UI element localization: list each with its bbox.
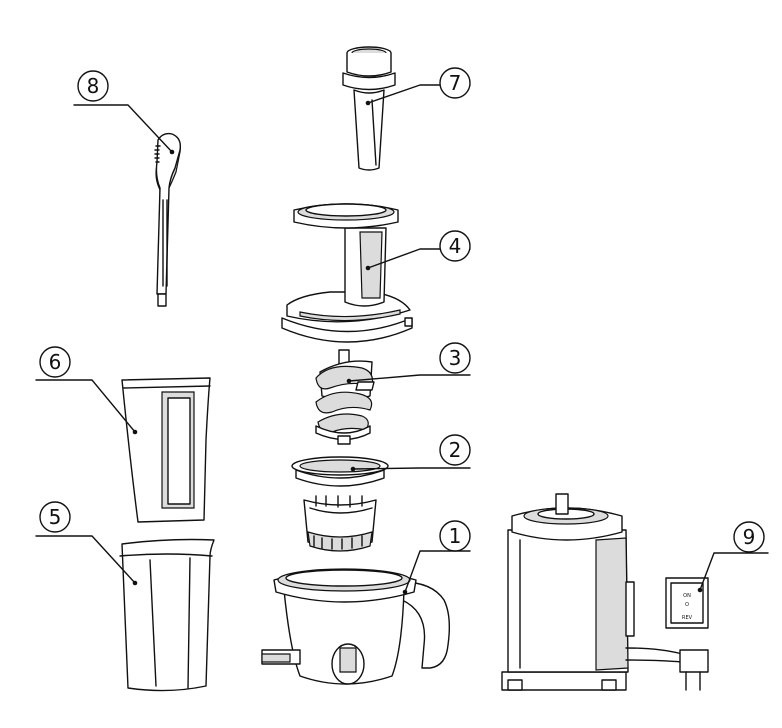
callout-3: 3 xyxy=(439,342,471,374)
auger xyxy=(315,349,375,445)
callout-4-label: 4 xyxy=(449,234,462,258)
switch-rev-label: REV xyxy=(682,615,693,621)
leader-lines xyxy=(35,84,769,593)
hopper-lid xyxy=(281,203,413,343)
juicing-bowl xyxy=(261,568,451,685)
callout-9: 9 xyxy=(733,521,765,553)
callout-1-label: 1 xyxy=(449,524,462,548)
callout-7-label: 7 xyxy=(449,71,462,95)
callout-5-label: 5 xyxy=(49,505,62,529)
callout-8-label: 8 xyxy=(87,74,100,98)
motor-base: ON O REV xyxy=(501,493,709,691)
callout-2: 2 xyxy=(439,434,471,466)
juice-jug xyxy=(121,377,211,523)
callout-6-label: 6 xyxy=(49,350,62,374)
callout-3-label: 3 xyxy=(449,346,462,370)
cleaning-brush xyxy=(154,132,182,307)
callout-9-label: 9 xyxy=(743,525,756,549)
callout-2-label: 2 xyxy=(449,438,462,462)
callout-8: 8 xyxy=(77,70,109,102)
callout-1: 1 xyxy=(439,520,471,552)
callout-5: 5 xyxy=(39,501,71,533)
pulp-container xyxy=(119,538,215,692)
callout-6: 6 xyxy=(39,346,71,378)
pusher xyxy=(342,46,396,171)
strainer xyxy=(291,456,389,552)
callout-7: 7 xyxy=(439,67,471,99)
switch-on-label: ON xyxy=(683,593,691,599)
switch-off-label: O xyxy=(685,602,689,608)
callout-4: 4 xyxy=(439,230,471,262)
